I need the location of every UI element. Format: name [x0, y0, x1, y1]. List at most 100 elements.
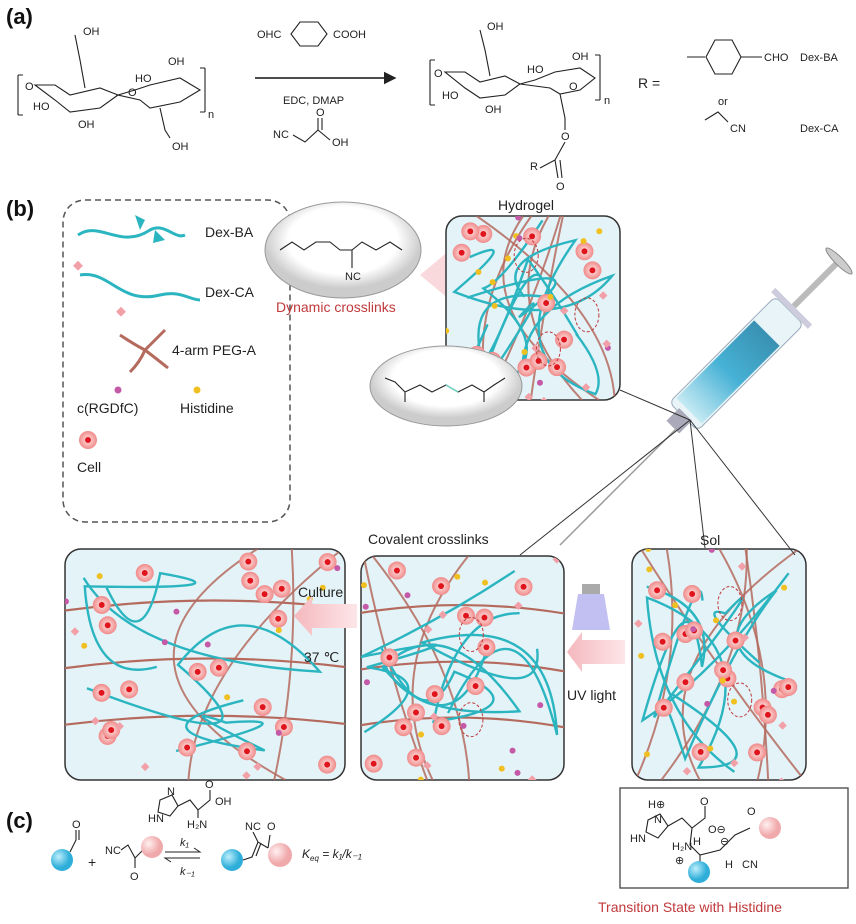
reagent-cyanoacetic-acid: NC O OH [273, 107, 349, 149]
cell-icon [726, 631, 745, 650]
panel-label-b: (b) [6, 196, 34, 221]
cell-icon [523, 227, 542, 246]
cell-icon [272, 579, 291, 598]
dex-ca-label: Dex-CA [800, 123, 839, 135]
cell-icon [237, 742, 256, 761]
legend-box: Dex-BA Dex-CA 4-arm PEG-A c(RGDfC) Histi… [62, 199, 291, 523]
k-minus1-label: k₋₁ [180, 866, 195, 878]
cell-icon [691, 742, 710, 761]
svg-text:NC: NC [345, 271, 361, 283]
cell-icon [92, 683, 111, 702]
cell-icon [318, 553, 337, 572]
svg-text:H₂N: H₂N [672, 841, 692, 853]
peg-icon [119, 328, 169, 374]
svg-text:HN: HN [148, 813, 164, 825]
sol-label: Sol [700, 532, 720, 548]
transition-state-box: H⊕ N HN O O⊖ H₂N H ⊕ ⊖ H CN O [619, 787, 849, 889]
svg-text:NC: NC [273, 129, 289, 141]
covalent-crosslinks-label: Covalent crosslinks [368, 531, 489, 547]
r-group-cyanomethyl: CN [704, 111, 746, 135]
connector-lines [519, 389, 796, 556]
dex-ba-chain-icon [77, 226, 186, 239]
svg-text:HO: HO [527, 64, 544, 76]
cell-icon [466, 677, 485, 696]
svg-text:O: O [72, 819, 81, 831]
cell-icon [748, 743, 767, 762]
svg-text:⊖: ⊖ [720, 836, 729, 848]
cell-icon [407, 748, 426, 767]
svg-text:N: N [167, 786, 175, 798]
svg-text:O: O [700, 796, 709, 808]
svg-text:OH: OH [332, 137, 349, 149]
legend-histidine: Histidine [180, 400, 234, 416]
r-group-benzaldehyde: CHO [687, 39, 789, 75]
reaction-conditions: EDC, DMAP [283, 95, 344, 107]
svg-text:OH: OH [215, 796, 232, 808]
svg-text:R: R [530, 161, 538, 173]
cell-icon [120, 680, 139, 699]
k1-label: k₁ [180, 837, 190, 849]
svg-text:O⊖: O⊖ [708, 824, 726, 836]
svg-text:H: H [725, 859, 733, 871]
cell-icon [79, 431, 97, 449]
knoevenagel-product: NC O [221, 821, 292, 871]
cell-icon [514, 577, 533, 596]
cell-icon [255, 585, 274, 604]
dynamic-crosslinks-label: Dynamic crosslinks [276, 299, 396, 315]
plus-sign: + [88, 854, 96, 870]
cyanoacetate-reactant: NC O [105, 836, 163, 883]
temperature-label: 37 ℃ [304, 649, 339, 665]
cell-icon [583, 261, 602, 280]
covalent-crosslinks-bubble [369, 345, 523, 427]
cell-icon [432, 717, 451, 736]
cell-icon [475, 608, 494, 627]
cell-icon [209, 658, 228, 677]
cell-icon [241, 571, 260, 590]
svg-text:O: O [316, 107, 325, 119]
cell-icon [529, 351, 548, 370]
svg-text:COOH: COOH [333, 29, 366, 41]
svg-text:O: O [267, 821, 276, 833]
cell-icon [648, 581, 667, 600]
sol-box [631, 548, 807, 781]
uv-lamp-icon [572, 584, 610, 630]
cell-icon [432, 577, 451, 596]
svg-text:OH: OH [485, 104, 502, 116]
svg-text:OH: OH [78, 119, 95, 131]
svg-text:OH: OH [168, 56, 185, 68]
cell-icon [477, 638, 496, 657]
legend-dex-ba: Dex-BA [205, 224, 254, 240]
cell-icon [394, 718, 413, 737]
svg-text:CN: CN [730, 123, 746, 135]
svg-text:HO: HO [135, 73, 152, 85]
dextran-reactant-structure: OH O HO OH HO OH O OH n [17, 26, 214, 153]
svg-text:H⊕: H⊕ [648, 799, 665, 811]
legend-cell: Cell [77, 459, 101, 475]
uv-arrow [567, 632, 625, 672]
transition-state-caption: Transition State with Histidine [598, 899, 782, 915]
svg-text:O: O [561, 131, 570, 143]
svg-text:CN: CN [742, 859, 758, 871]
rgd-icon [114, 386, 122, 394]
svg-text:n: n [604, 95, 610, 107]
cell-icon [92, 595, 111, 614]
histidine-icon [193, 386, 201, 394]
histidine-catalyst: N HN O OH H₂N [148, 779, 232, 831]
svg-text:OH: OH [83, 26, 100, 38]
svg-text:⊕: ⊕ [675, 855, 684, 867]
legend-rgd: c(RGDfC) [77, 400, 138, 416]
culture-label: Culture [298, 584, 343, 600]
or-label: or [718, 96, 728, 108]
svg-text:CHO: CHO [764, 52, 789, 64]
cell-icon [188, 662, 207, 681]
svg-text:O: O [569, 81, 578, 93]
dextran-product-structure: OH O HO OH HO OH O n O R O [429, 21, 610, 193]
svg-text:HO: HO [33, 101, 50, 113]
cell-icon [654, 698, 673, 717]
svg-text:HN: HN [630, 833, 646, 845]
svg-text:HO: HO [442, 90, 459, 102]
syringe [559, 247, 853, 546]
svg-text:OHC: OHC [257, 29, 282, 41]
dex-ca-chain-icon [79, 273, 201, 302]
